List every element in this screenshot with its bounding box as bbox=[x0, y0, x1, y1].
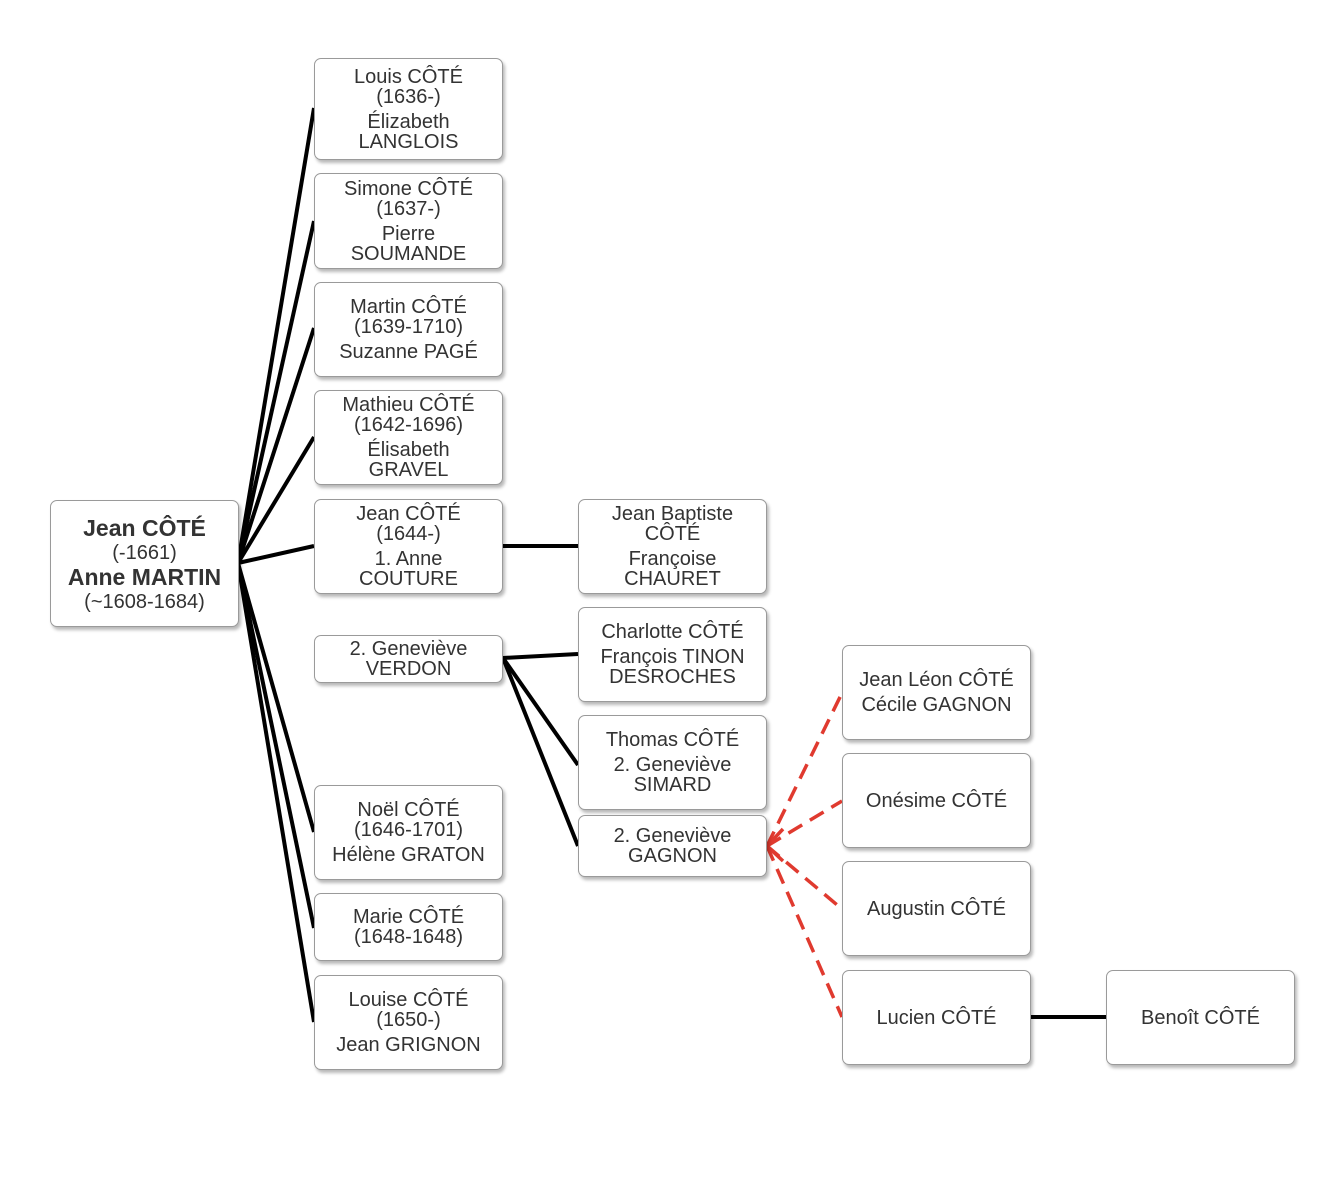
link-root-marie bbox=[236, 562, 316, 929]
child-box-noel[interactable]: Noël CÔTÉ (1646-1701) Hélène GRATON bbox=[314, 785, 503, 880]
spouse-box-gagnon[interactable]: 2. Geneviève GAGNON bbox=[578, 815, 767, 877]
spouse-name: Françoise bbox=[628, 548, 717, 570]
dashed-link-lucien bbox=[765, 845, 844, 1018]
child-box-jean[interactable]: Jean CÔTÉ (1644-) 1. Anne COUTURE bbox=[314, 499, 503, 594]
root-dates: (-1661) bbox=[112, 541, 177, 564]
link-verdon-thomas bbox=[501, 656, 580, 767]
spouse-name-cont: GAGNON bbox=[628, 845, 717, 867]
child-box-marie[interactable]: Marie CÔTÉ (1648-1648) bbox=[314, 893, 503, 961]
spouse-box-verdon[interactable]: 2. Geneviève VERDON bbox=[314, 635, 503, 683]
great-grandchild-box-lucien[interactable]: Lucien CÔTÉ bbox=[842, 970, 1031, 1065]
spouse-name: Pierre bbox=[381, 222, 436, 245]
child-name: Simone CÔTÉ bbox=[344, 177, 473, 200]
child-box-mathieu[interactable]: Mathieu CÔTÉ (1642-1696) Élisabeth GRAVE… bbox=[314, 390, 503, 485]
dashed-link-onesime bbox=[766, 799, 843, 848]
spouse-name-cont: GRAVEL bbox=[368, 459, 449, 481]
child-name: Jean Baptiste bbox=[611, 503, 734, 525]
spouse-name: Élizabeth bbox=[367, 110, 450, 133]
spouse-name-cont: DESROCHES bbox=[609, 666, 736, 688]
great-great-grandchild-box-benoit[interactable]: Benoît CÔTÉ bbox=[1106, 970, 1295, 1065]
root-name: Jean CÔTÉ bbox=[83, 514, 206, 541]
child-name: Jean Léon CÔTÉ bbox=[859, 669, 1014, 691]
child-name: Mathieu CÔTÉ bbox=[342, 394, 475, 416]
child-dates: (1636-) bbox=[376, 85, 441, 108]
link-root-louise bbox=[236, 562, 316, 1023]
child-name: Louise CÔTÉ bbox=[348, 989, 469, 1011]
child-dates: (1648-1648) bbox=[354, 926, 463, 948]
child-name: Lucien CÔTÉ bbox=[876, 1006, 997, 1029]
child-box-louise[interactable]: Louise CÔTÉ (1650-) Jean GRIGNON bbox=[314, 975, 503, 1070]
spouse-name-cont: LANGLOIS bbox=[358, 130, 459, 153]
child-name: Benoît CÔTÉ bbox=[1141, 1006, 1260, 1029]
spouse-name: Élisabeth bbox=[367, 439, 450, 461]
dashed-link-augustin bbox=[765, 844, 844, 911]
spouse-name: 2. Geneviève bbox=[613, 754, 732, 776]
child-name: Noël CÔTÉ bbox=[357, 799, 460, 821]
child-name: Louis CÔTÉ bbox=[354, 65, 463, 88]
grandchild-box-charlotte[interactable]: Charlotte CÔTÉ François TINON DESROCHES bbox=[578, 607, 767, 702]
child-name: Jean CÔTÉ bbox=[356, 503, 461, 525]
spouse-name-cont: CHAURET bbox=[624, 568, 721, 590]
child-dates: (1639-1710) bbox=[354, 316, 463, 338]
link-verdon-gagnon bbox=[501, 657, 580, 847]
child-name-cont: CÔTÉ bbox=[644, 523, 701, 545]
spouse-name: François TINON bbox=[600, 646, 745, 668]
spouse-name-cont: VERDON bbox=[365, 658, 452, 680]
spouse-name: 2. Geneviève bbox=[349, 638, 468, 660]
child-dates: (1650-) bbox=[376, 1009, 441, 1031]
link-root-simone bbox=[236, 220, 316, 564]
root-spouse-name: Anne MARTIN bbox=[67, 563, 222, 590]
spouse-name: 1. Anne bbox=[374, 548, 443, 570]
child-box-martin[interactable]: Martin CÔTÉ (1639-1710) Suzanne PAGÉ bbox=[314, 282, 503, 377]
spouse-name-cont: SOUMANDE bbox=[350, 242, 467, 265]
spouse-name: Cécile GAGNON bbox=[861, 694, 1012, 716]
spouse-name-cont: COUTURE bbox=[359, 568, 458, 590]
link-verdon-charlotte bbox=[502, 652, 579, 660]
child-name: Thomas CÔTÉ bbox=[605, 729, 740, 751]
dashed-link-jeanleon bbox=[765, 692, 844, 847]
root-couple-box[interactable]: Jean CÔTÉ (-1661) Anne MARTIN (~1608-168… bbox=[50, 500, 239, 627]
child-name: Martin CÔTÉ bbox=[350, 296, 467, 318]
child-box-louis[interactable]: Louis CÔTÉ (1636-) Élizabeth LANGLOIS bbox=[314, 58, 503, 160]
child-name: Marie CÔTÉ bbox=[352, 906, 465, 928]
link-root-martin bbox=[236, 327, 316, 564]
child-dates: (1646-1701) bbox=[354, 819, 463, 841]
child-dates: (1642-1696) bbox=[354, 414, 463, 436]
spouse-name: Jean GRIGNON bbox=[336, 1034, 481, 1056]
root-spouse-dates: (~1608-1684) bbox=[84, 590, 205, 613]
child-dates: (1637-) bbox=[376, 197, 441, 220]
child-dates: (1644-) bbox=[376, 523, 441, 545]
great-grandchild-box-augustin[interactable]: Augustin CÔTÉ bbox=[842, 861, 1031, 956]
link-root-jean bbox=[237, 544, 315, 565]
child-box-simone[interactable]: Simone CÔTÉ (1637-) Pierre SOUMANDE bbox=[314, 173, 503, 269]
child-name: Charlotte CÔTÉ bbox=[601, 621, 744, 643]
spouse-name: 2. Geneviève bbox=[613, 825, 732, 847]
spouse-name: Suzanne PAGÉ bbox=[339, 341, 478, 363]
dashed-arrowhead bbox=[764, 827, 785, 863]
link-root-noel bbox=[236, 562, 316, 833]
spouse-name-cont: SIMARD bbox=[633, 774, 712, 796]
child-name: Onésime CÔTÉ bbox=[865, 789, 1008, 812]
link-root-louis bbox=[236, 107, 316, 564]
great-grandchild-box-jean-leon[interactable]: Jean Léon CÔTÉ Cécile GAGNON bbox=[842, 645, 1031, 740]
grandchild-box-thomas[interactable]: Thomas CÔTÉ 2. Geneviève SIMARD bbox=[578, 715, 767, 810]
link-root-mathieu bbox=[236, 435, 316, 565]
great-grandchild-box-onesime[interactable]: Onésime CÔTÉ bbox=[842, 753, 1031, 848]
spouse-name: Hélène GRATON bbox=[332, 844, 485, 866]
child-name: Augustin CÔTÉ bbox=[867, 897, 1006, 920]
grandchild-box-jean-baptiste[interactable]: Jean Baptiste CÔTÉ Françoise CHAURET bbox=[578, 499, 767, 594]
